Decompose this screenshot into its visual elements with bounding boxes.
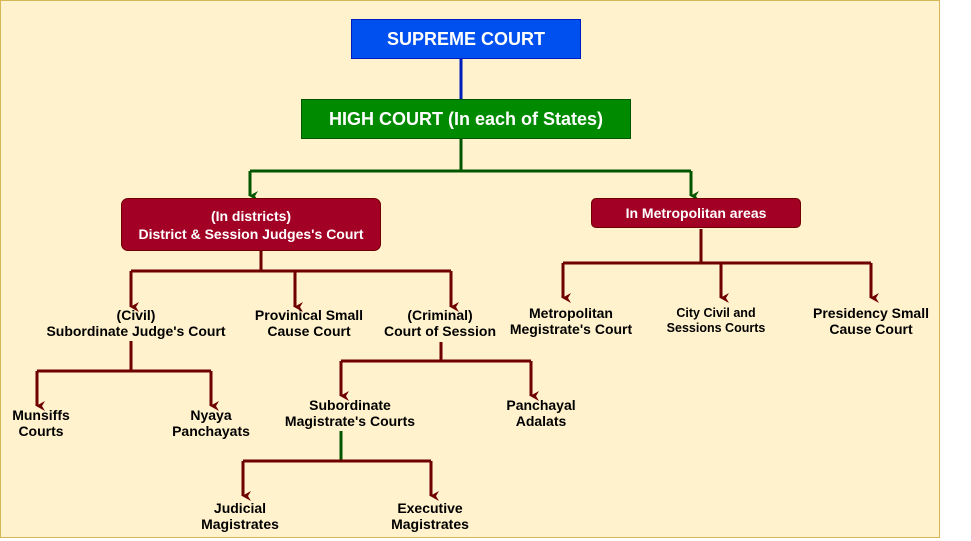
nyaya-line-2: Panchayats <box>172 423 250 439</box>
civil-line-1: (Civil) <box>116 307 156 323</box>
judicial-line-1: Judicial <box>213 500 267 516</box>
supreme-court-label: SUPREME COURT <box>386 28 545 49</box>
metropolitan-magistrate-node: Metropolitan Megistrate's Court <box>510 305 632 337</box>
executive-line-2: Magistrates <box>391 516 469 532</box>
panchayal-line-2: Adalats <box>515 413 567 429</box>
submag-line-1: Subordinate <box>309 397 391 413</box>
executive-magistrates-node: Executive Magistrates <box>391 500 469 532</box>
executive-line-1: Executive <box>397 500 463 516</box>
nyaya-panchayats-node: Nyaya Panchayats <box>172 407 250 439</box>
criminal-line-1: (Criminal) <box>407 307 473 323</box>
district-court-label-2: District & Session Judges's Court <box>138 225 364 242</box>
judicial-magistrates-node: Judicial Magistrates <box>201 500 279 532</box>
city-line-1: City Civil and <box>676 306 756 320</box>
district-court-box: (In districts) District & Session Judges… <box>121 198 381 251</box>
subordinate-magistrate-node: Subordinate Magistrate's Courts <box>285 397 415 429</box>
high-court-label: HIGH COURT (In each of States) <box>328 108 604 129</box>
munsiffs-courts-node: Munsiffs Courts <box>12 407 70 439</box>
city-line-2: Sessions Courts <box>666 321 766 335</box>
provincial-line-2: Cause Court <box>267 323 351 339</box>
provincial-line-1: Provinical Small <box>254 307 364 323</box>
civil-subordinate-judge-node: (Civil) Subordinate Judge's Court <box>46 307 225 339</box>
criminal-line-2: Court of Session <box>383 323 497 339</box>
provincial-small-cause-node: Provinical Small Cause Court <box>255 307 363 339</box>
presidency-small-cause-node: Presidency Small Cause Court <box>813 305 929 337</box>
link-submag-branches <box>241 459 439 501</box>
panchayal-line-1: Panchayal <box>506 397 576 413</box>
connector-lines <box>35 59 879 501</box>
panchayal-adalats-node: Panchayal Adalats <box>506 397 575 429</box>
link-district-branches <box>129 251 459 312</box>
high-court-box: HIGH COURT (In each of States) <box>301 99 631 139</box>
metropolitan-areas-box: In Metropolitan areas <box>591 198 801 228</box>
submag-line-2: Magistrate's Courts <box>284 413 416 429</box>
supreme-court-box: SUPREME COURT <box>351 19 581 59</box>
criminal-court-of-session-node: (Criminal) Court of Session <box>384 307 496 339</box>
metro-mag-line-2: Megistrate's Court <box>509 321 633 337</box>
judicial-line-2: Magistrates <box>201 516 279 532</box>
munsiffs-line-1: Munsiffs <box>12 407 70 423</box>
diagram-canvas: SUPREME COURT HIGH COURT (In each of Sta… <box>0 0 940 538</box>
munsiffs-line-2: Courts <box>18 423 64 439</box>
link-criminal-branches <box>339 342 539 401</box>
link-high-branches <box>248 139 699 201</box>
nyaya-line-1: Nyaya <box>190 407 232 423</box>
metropolitan-areas-label: In Metropolitan areas <box>625 205 767 221</box>
link-civil-branches <box>35 341 219 411</box>
presidency-line-2: Cause Court <box>829 321 913 337</box>
civil-line-2: Subordinate Judge's Court <box>46 323 226 339</box>
presidency-line-1: Presidency Small <box>813 305 929 321</box>
city-civil-sessions-node: City Civil and Sessions Courts <box>667 306 766 336</box>
link-metro-branches <box>561 229 879 303</box>
metro-mag-line-1: Metropolitan <box>528 305 613 321</box>
district-court-label-1: (In districts) <box>210 207 292 224</box>
